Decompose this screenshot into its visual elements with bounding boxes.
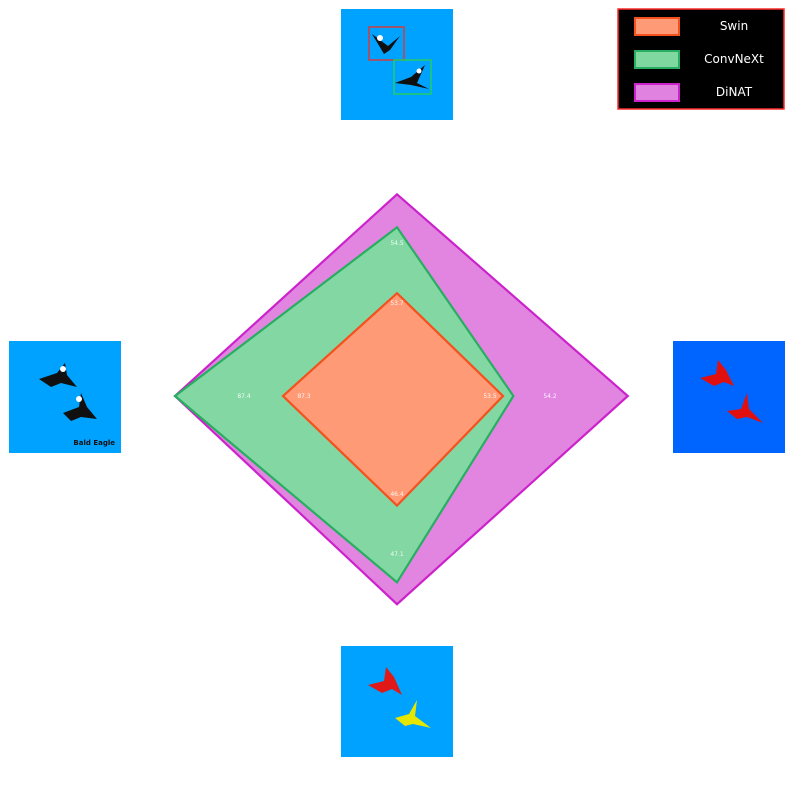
- eagle-mask-icon: [700, 360, 734, 386]
- tick-label: 87.3: [297, 393, 311, 400]
- tick-label: 87.4: [237, 393, 251, 400]
- radar-polygons: [173, 192, 630, 606]
- tick-label: 53.5: [483, 393, 497, 400]
- legend-label: Swin: [720, 19, 748, 33]
- tick-label: 47.1: [390, 551, 404, 558]
- tick-label: 53.7: [390, 300, 404, 307]
- series-polygon-swin: [281, 291, 505, 508]
- detection-thumbnail: [341, 9, 453, 120]
- legend-swatch: [634, 83, 680, 102]
- legend-label: DiNAT: [716, 85, 753, 99]
- eagle-icon: [39, 363, 77, 387]
- eagle-mask-icon: [395, 700, 431, 728]
- panoptic-thumbnail: [673, 341, 785, 453]
- eagle-icon: [395, 65, 429, 89]
- legend-label: ConvNeXt: [704, 52, 764, 66]
- radar-tick-labels: 53.7 54.5 53.5 54.2 46.4 47.1 87.3 87.4: [237, 240, 557, 558]
- legend-swatch: [634, 50, 680, 69]
- tick-label: 46.4: [390, 491, 404, 498]
- thumbnail-caption: Bald Eagle: [73, 439, 115, 447]
- tick-label: 54.5: [390, 240, 404, 247]
- bbox-green: [393, 59, 432, 95]
- tick-label: 54.2: [543, 393, 557, 400]
- eagle-icon: [372, 34, 400, 54]
- eagle-mask-icon: [368, 667, 402, 695]
- bbox-red: [368, 26, 405, 61]
- semantic-thumbnail: [341, 646, 453, 757]
- eagle-mask-icon: [727, 393, 763, 423]
- classification-thumbnail: Bald Eagle: [9, 341, 121, 453]
- legend-swatch: [634, 17, 680, 36]
- eagle-icon: [63, 393, 97, 421]
